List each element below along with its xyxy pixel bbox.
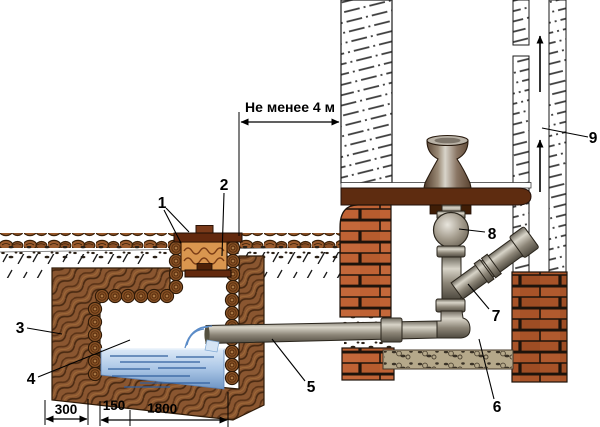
vent-branch-pipe (450, 226, 539, 300)
bottom-dimensions: 300 150 1800 (44, 392, 229, 427)
brick-pier-left (339, 204, 392, 318)
gravel-base (382, 349, 514, 370)
house-wall (340, 0, 393, 184)
pit-hatch-assembly (173, 225, 243, 278)
gravel-joint-upper (342, 317, 392, 326)
hatch-top-lid (173, 232, 243, 243)
top-dimension: Не менее 4 м (238, 99, 340, 236)
dimension-1800: 1800 (147, 400, 178, 416)
callout-7: 7 (492, 308, 501, 325)
top-dimension-label: Не менее 4 м (245, 99, 335, 115)
soil-pipe-stack (429, 204, 472, 339)
inlet-pipe (204, 317, 438, 345)
pipe-socket (380, 317, 403, 343)
callout-4: 4 (27, 371, 36, 388)
callout-8: 8 (488, 226, 497, 243)
callout-leaders (26, 127, 589, 400)
waste-water (100, 348, 225, 390)
callout-labels: 1 2 3 4 5 6 7 8 9 (16, 130, 598, 416)
callout-2: 2 (220, 177, 229, 194)
water-stream (184, 325, 220, 353)
callout-6: 6 (493, 399, 502, 416)
callout-1: 1 (158, 195, 167, 212)
callout-9: 9 (589, 130, 598, 147)
callout-3: 3 (16, 320, 25, 337)
hatch-bottom-lid (184, 269, 232, 278)
brick-pier-right (511, 271, 568, 383)
callout-5: 5 (307, 379, 316, 396)
dimension-300: 300 (55, 402, 78, 417)
gravel-joint-lower (344, 341, 392, 350)
dimension-150: 150 (103, 398, 126, 413)
hatch-handle (195, 225, 214, 234)
elbow-fitting (436, 310, 471, 339)
toilet-funnel (423, 134, 472, 189)
